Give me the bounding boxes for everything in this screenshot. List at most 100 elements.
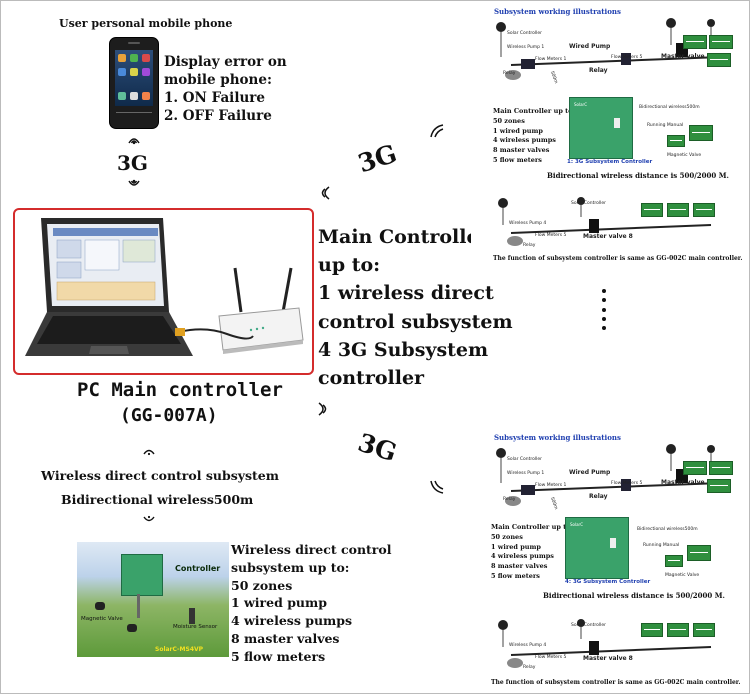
controller-brand: SolarC — [570, 522, 583, 527]
ellipsis-dots-icon — [602, 289, 608, 333]
controller-name: 1: 3G Subsystem Controller — [567, 159, 652, 165]
diagram-label: Wireless Pump 1 — [507, 471, 544, 476]
diagram-label: Master valve 8 — [583, 655, 633, 662]
photo-label-brand: SolarC-MS4VP — [155, 646, 203, 653]
diagram-label: Bidirectional wireless500m — [637, 527, 698, 532]
moisture-sensor-icon — [189, 608, 195, 624]
capability-line: 4 3G Subsystem — [318, 336, 513, 364]
wireless-distance-note: Bidirectional wireless distance is 500/2… — [543, 591, 725, 600]
capability-line: Wireless direct control — [231, 541, 391, 559]
capability-line: 50 zones — [491, 533, 573, 543]
pc-main-controller-frame — [13, 208, 314, 375]
diagram-label: Master valve 8 — [583, 233, 633, 240]
wireless-waves-icon — [142, 515, 156, 527]
diagram-label: Master valve 1 — [661, 479, 711, 486]
subsystem-heading: Subsystem working illustrations — [494, 433, 621, 442]
function-note: The function of subsystem controller is … — [491, 679, 741, 686]
diagram-label: Relay — [523, 665, 535, 670]
diagram-label: Flow Meters 1 — [535, 483, 566, 488]
capability-line: 8 master valves — [491, 562, 573, 572]
capability-line: 1 wired pump — [231, 594, 391, 612]
link-3g-label-bottom: 3G — [354, 428, 400, 468]
zone-tile-icon — [693, 203, 715, 217]
diagram-label: Solar Controller — [507, 457, 542, 462]
diagram-label: Wireless Pump 4 — [509, 221, 546, 226]
diagram-label: Solar Controller — [571, 201, 606, 206]
phone-section-title: User personal mobile phone — [59, 17, 232, 30]
diagram-label: Relay — [503, 497, 515, 502]
diagram-label: Solar Controller — [507, 31, 542, 36]
mobile-phone-icon — [109, 37, 159, 129]
controller-box-icon — [121, 554, 163, 596]
diagram-label: Flow Meters 5 — [611, 481, 642, 486]
wireless-waves-icon — [142, 444, 156, 456]
diagram-label: Magnetic Valve — [665, 573, 699, 578]
diagram-label: Wireless Pump 1 — [507, 45, 544, 50]
zone-tile-icon — [709, 35, 733, 49]
failure-item-on: 1. ON Failure — [164, 89, 294, 107]
diagram-label: Wired Pump — [569, 43, 610, 50]
diagram-label: Running Manual — [643, 543, 679, 548]
subsystem-diagram-bottom: Subsystem working illustrations Solar Co… — [471, 431, 746, 693]
capability-line: controller — [318, 364, 513, 392]
diagram-label: Flow Meters 5 — [535, 655, 566, 660]
diagram-label: Relay — [589, 493, 608, 500]
diagram-label: Solar Controller — [571, 623, 606, 628]
controller-brand: SolarC — [574, 102, 587, 107]
diagram-label: Relay — [503, 71, 515, 76]
capability-line: 50 zones — [493, 117, 575, 127]
photo-label-controller: Controller — [175, 564, 220, 573]
photo-label-moisture-sensor: Moisture Sensor — [173, 624, 217, 630]
wireless-waves-icon — [429, 123, 447, 141]
wireless-waves-icon — [429, 477, 447, 495]
controller-name: 4: 3G Subsystem Controller — [565, 579, 650, 585]
capability-line: control subsystem — [318, 308, 513, 336]
subsystem-diagram-top: Subsystem working illustrations Solar Co… — [471, 5, 746, 270]
diagram-label: Relay — [589, 67, 608, 74]
capability-line: 1 wireless direct — [318, 279, 513, 307]
zone-tile-icon — [709, 461, 733, 475]
capability-line: 4 wireless pumps — [231, 612, 391, 630]
link-3g-label-top: 3G — [354, 139, 400, 179]
zone-tile-icon — [707, 479, 731, 493]
diagram-label: Wired Pump — [569, 469, 610, 476]
capability-line: 5 flow meters — [491, 572, 573, 582]
capability-line: 1 wired pump — [491, 543, 573, 553]
subsystem-heading: Subsystem working illustrations — [494, 7, 621, 16]
capability-line: 8 master valves — [493, 146, 575, 156]
zone-tile-icon — [693, 623, 715, 637]
subsystem-capabilities: Main Controller up to: 50 zones 1 wired … — [491, 523, 573, 582]
capability-line: 5 flow meters — [231, 648, 391, 666]
wireless-waves-icon — [126, 179, 142, 193]
solar-controller-icon: SolarC — [565, 517, 629, 579]
capability-line: Main Controller up to: — [491, 523, 573, 533]
capability-line: Main Controller up to: — [493, 107, 575, 117]
diagram-label: Wireless Pump 4 — [509, 643, 546, 648]
diagram-label: Master valve 1 — [661, 53, 711, 60]
pc-main-controller-title: PC Main controller — [77, 379, 283, 401]
zone-tile-icon — [683, 35, 707, 49]
valve-icon — [127, 624, 137, 632]
diagram-label: Flow Meters 5 — [611, 55, 642, 60]
capability-line: 1 wired pump — [493, 127, 575, 137]
zone-tile-icon — [667, 135, 685, 147]
diagram-label: Flow Meters 1 — [535, 57, 566, 62]
wireless-waves-icon — [315, 183, 331, 203]
zone-tile-icon — [641, 623, 663, 637]
zone-tile-icon — [687, 545, 711, 561]
diagram-label: Flow Meters 5 — [535, 233, 566, 238]
subsystem-capabilities: Main Controller up to: 50 zones 1 wired … — [493, 107, 575, 166]
photo-label-magnetic-valve: Magnetic Valve — [81, 616, 123, 622]
diagram-label: Magnetic Valve — [667, 153, 701, 158]
zone-tile-icon — [665, 555, 683, 567]
zone-tile-icon — [689, 125, 713, 141]
diagram-label: Bidirectional wireless500m — [639, 105, 700, 110]
wireless-waves-icon — [317, 399, 333, 419]
wireless-subsystem-capabilities: Wireless direct control subsystem up to:… — [231, 541, 391, 666]
wireless-subsystem-range: Bidirectional wireless500m — [61, 492, 253, 507]
wireless-waves-icon — [126, 131, 142, 145]
phone-display-error-block: Display error on mobile phone: 1. ON Fai… — [164, 53, 294, 125]
usb-cable-icon — [175, 312, 255, 352]
zone-tile-icon — [667, 623, 689, 637]
